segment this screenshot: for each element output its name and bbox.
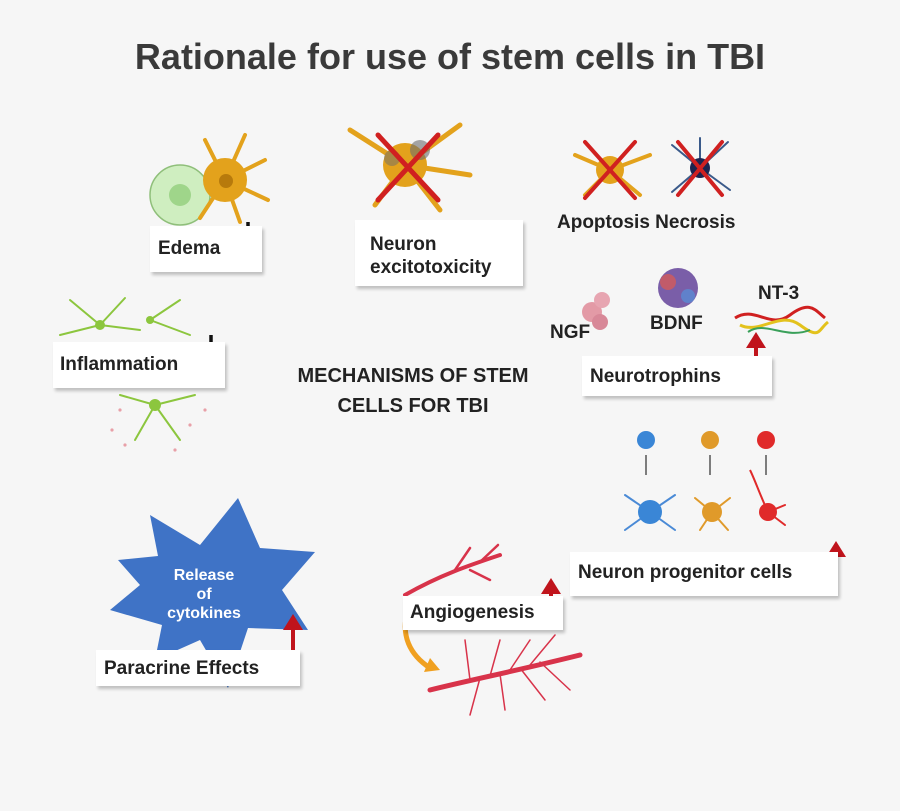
progenitor-label: Neuron progenitor cells xyxy=(578,562,793,583)
cross-icon xyxy=(375,132,441,203)
paracrine-label: Paracrine Effects xyxy=(104,658,260,679)
ngf-label: NGF xyxy=(550,322,591,343)
cross-icon xyxy=(583,140,637,200)
progenitor-box xyxy=(570,552,838,596)
ngf-molecule-illustration xyxy=(582,292,610,330)
angiogenesis-vessels-illustration xyxy=(403,543,583,716)
bdnf-label: BDNF xyxy=(650,313,703,334)
inflammation-label: Inflammation xyxy=(60,354,179,375)
excitotoxicity-box xyxy=(355,220,523,286)
nt3-molecule-illustration xyxy=(734,305,829,335)
excitotoxicity-label-line1: Neuron xyxy=(370,234,437,255)
excitotoxicity-label-line2: excitotoxicity xyxy=(370,257,492,278)
inflammation-box xyxy=(53,342,225,388)
cytokines-label-line1: Release xyxy=(173,567,235,584)
cytokines-label: Release of cytokines xyxy=(140,566,268,624)
center-title: MECHANISMS OF STEM CELLS FOR TBI xyxy=(297,365,529,417)
angiogenesis-box xyxy=(403,596,563,630)
inflammation-microglia-illustration xyxy=(59,297,207,452)
neurotrophins-label: Neurotrophins xyxy=(590,366,721,387)
angiogenesis-label: Angiogenesis xyxy=(410,602,535,623)
excitotoxicity-neuron-illustration xyxy=(347,122,473,213)
cytokines-label-line2: of xyxy=(196,586,212,604)
cytokines-label-line3: cytokines xyxy=(167,605,241,623)
edema-box xyxy=(150,226,262,272)
apoptosis-necrosis-label: Apoptosis Necrosis xyxy=(557,212,736,233)
nt3-label: NT-3 xyxy=(758,283,800,304)
bdnf-molecule-illustration xyxy=(658,268,698,308)
cytokines-burst-shape xyxy=(110,498,315,688)
paracrine-box xyxy=(96,650,300,686)
edema-label: Edema xyxy=(158,238,221,259)
edema-neuron-illustration xyxy=(149,133,270,226)
apoptosis-illustration xyxy=(573,140,652,200)
progenitor-cells-illustration xyxy=(624,431,786,531)
necrosis-illustration xyxy=(671,137,731,197)
cross-icon xyxy=(676,140,724,197)
page-title: Rationale for use of stem cells in TBI xyxy=(134,36,766,77)
neurotrophins-box xyxy=(582,356,772,396)
